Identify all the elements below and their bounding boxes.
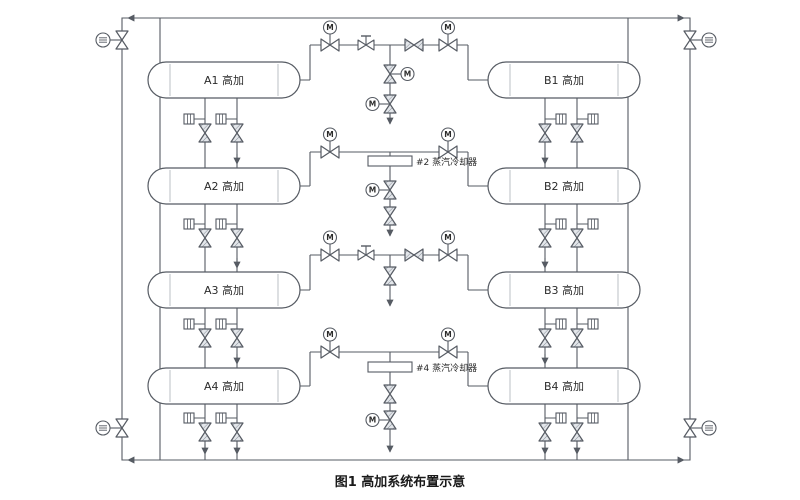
outer-piping-loop — [121, 14, 691, 464]
drain-valve-icon — [570, 228, 584, 248]
drain-valve-icon — [198, 328, 212, 348]
instrument-icon — [183, 218, 195, 230]
vessel-label: A1 高加 — [204, 73, 244, 87]
motor-valve-icon — [439, 328, 457, 358]
drain-valve-icon — [538, 228, 552, 248]
drain-valve-icon — [230, 228, 244, 248]
manual-valve-icon — [357, 245, 375, 261]
vessel-a4: A4 高加 — [147, 367, 301, 405]
drain-valve-icon — [383, 206, 397, 226]
isolation-valve-icon — [684, 419, 716, 437]
instrument-icon — [215, 412, 227, 424]
instrument-icon — [555, 318, 567, 330]
drain-valve-icon — [570, 123, 584, 143]
vessel-label: A2 高加 — [204, 179, 244, 193]
motor-valve-icon — [366, 411, 396, 429]
vessel-label: B4 高加 — [544, 379, 584, 393]
instrument-icon — [555, 412, 567, 424]
steam-cooler — [367, 155, 413, 167]
drain-valve-icon — [198, 228, 212, 248]
vessel-b2: B2 高加 — [487, 167, 641, 205]
vessel-b4: B4 高加 — [487, 367, 641, 405]
isolation-valve-icon — [96, 419, 128, 437]
instrument-icon — [183, 318, 195, 330]
drain-valve-icon — [230, 328, 244, 348]
drain-valve-icon — [383, 266, 397, 286]
vessel-label: B1 高加 — [544, 73, 584, 87]
header-piping — [159, 18, 629, 460]
instrument-icon — [587, 113, 599, 125]
drain-valve-icon — [383, 384, 397, 404]
steam-cooler-label: #2 蒸汽冷却器 — [416, 156, 477, 168]
vessel-a2: A2 高加 — [147, 167, 301, 205]
vessel-a3: A3 高加 — [147, 271, 301, 309]
drain-valve-icon — [570, 422, 584, 442]
instrument-icon — [215, 113, 227, 125]
isolation-valve-icon — [96, 31, 128, 49]
instrument-icon — [183, 412, 195, 424]
drain-valve-icon — [538, 328, 552, 348]
instrument-icon — [587, 412, 599, 424]
instrument-icon — [183, 113, 195, 125]
vessel-label: A4 高加 — [204, 379, 244, 393]
drain-valve-icon — [230, 123, 244, 143]
drain-valve-icon — [230, 422, 244, 442]
drain-valve-icon — [198, 123, 212, 143]
steam-crossover-piping — [300, 44, 488, 453]
motor-valve-icon — [439, 21, 457, 51]
motor-valve-icon — [439, 128, 457, 158]
motor-valve-icon — [384, 65, 414, 83]
motor-valve-icon — [321, 231, 339, 261]
motor-valve-icon — [321, 21, 339, 51]
motor-valve-icon — [366, 95, 396, 113]
vessel-label: B3 高加 — [544, 283, 584, 297]
vessel-label: A3 高加 — [204, 283, 244, 297]
instrument-icon — [215, 318, 227, 330]
vessel-b3: B3 高加 — [487, 271, 641, 309]
gate-valve-icon — [404, 248, 424, 262]
vessel-a1: A1 高加 — [147, 61, 301, 99]
drain-valve-icon — [198, 422, 212, 442]
instrument-icon — [555, 113, 567, 125]
instrument-icon — [587, 318, 599, 330]
instrument-icon — [215, 218, 227, 230]
motor-valve-icon — [321, 328, 339, 358]
steam-cooler-label: #4 蒸汽冷却器 — [416, 362, 477, 374]
drain-valve-icon — [538, 422, 552, 442]
drain-valve-icon — [570, 328, 584, 348]
vessel-label: B2 高加 — [544, 179, 584, 193]
isolation-valve-icon — [684, 31, 716, 49]
steam-cooler — [367, 361, 413, 373]
manual-valve-icon — [357, 35, 375, 51]
vessel-b1: B1 高加 — [487, 61, 641, 99]
instrument-icon — [587, 218, 599, 230]
gate-valve-icon — [404, 38, 424, 52]
motor-valve-icon — [321, 128, 339, 158]
instrument-icon — [555, 218, 567, 230]
figure-caption: 图1 高加系统布置示意 — [335, 474, 466, 490]
drain-valve-icon — [538, 123, 552, 143]
motor-valve-icon — [439, 231, 457, 261]
motor-valve-icon — [366, 181, 396, 199]
